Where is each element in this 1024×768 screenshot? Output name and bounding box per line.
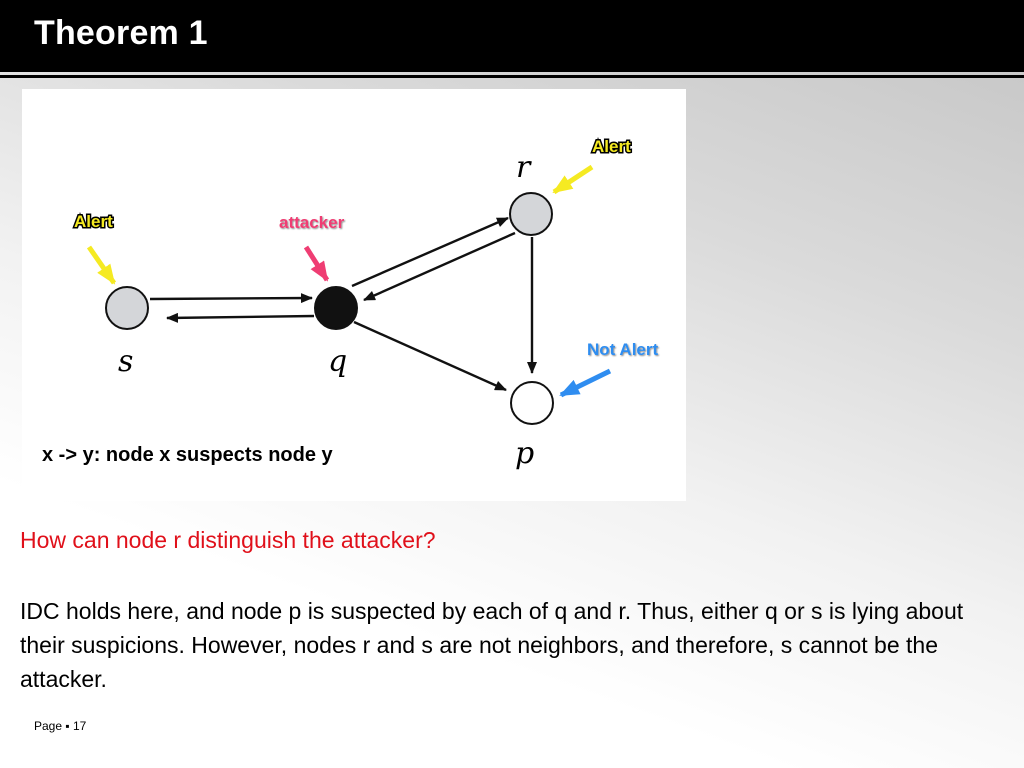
node-p — [510, 381, 554, 425]
edge-q-to-s — [166, 312, 315, 323]
alert-s-arrow — [86, 245, 117, 285]
page-number: 17 — [72, 719, 87, 733]
edge-r-to-q — [363, 231, 516, 302]
explanation-paragraph: IDC holds here, and node p is suspected … — [20, 598, 964, 692]
node-r-label: r — [516, 150, 532, 185]
title-divider — [0, 75, 1024, 78]
diagram-legend: x -> y: node x suspects node y — [42, 444, 334, 466]
slide-title: Theorem 1 — [34, 14, 208, 52]
edge-s-to-q — [149, 293, 313, 304]
node-q — [314, 286, 358, 330]
page-footer: Page ▪ 17 — [34, 719, 86, 733]
not-alert-arrow — [559, 368, 612, 398]
attacker-arrow — [303, 245, 330, 282]
question-text: How can node r distinguish the attacker? — [20, 527, 436, 553]
node-s-label: s — [118, 344, 133, 379]
page-label: Page — [34, 719, 63, 733]
node-r — [509, 192, 553, 236]
node-p-label: p — [515, 436, 534, 471]
not-alert-label: Not Alert — [587, 340, 658, 359]
alert-r-label: Alert — [592, 137, 631, 156]
node-q-label: q — [328, 344, 347, 379]
alert-s-label: Alert — [74, 212, 113, 231]
node-s — [105, 286, 149, 330]
edge-q-to-p — [353, 320, 507, 392]
alert-r-arrow — [552, 164, 594, 195]
edge-q-to-r — [351, 216, 509, 288]
suspicion-graph: s q r p Alert attacker Alert Not Alert x… — [42, 136, 658, 472]
diagram-panel: s q r p Alert attacker Alert Not Alert x… — [22, 89, 686, 501]
attacker-label: attacker — [279, 213, 345, 232]
page-separator: ▪ — [65, 719, 70, 733]
title-bar — [0, 0, 1024, 72]
